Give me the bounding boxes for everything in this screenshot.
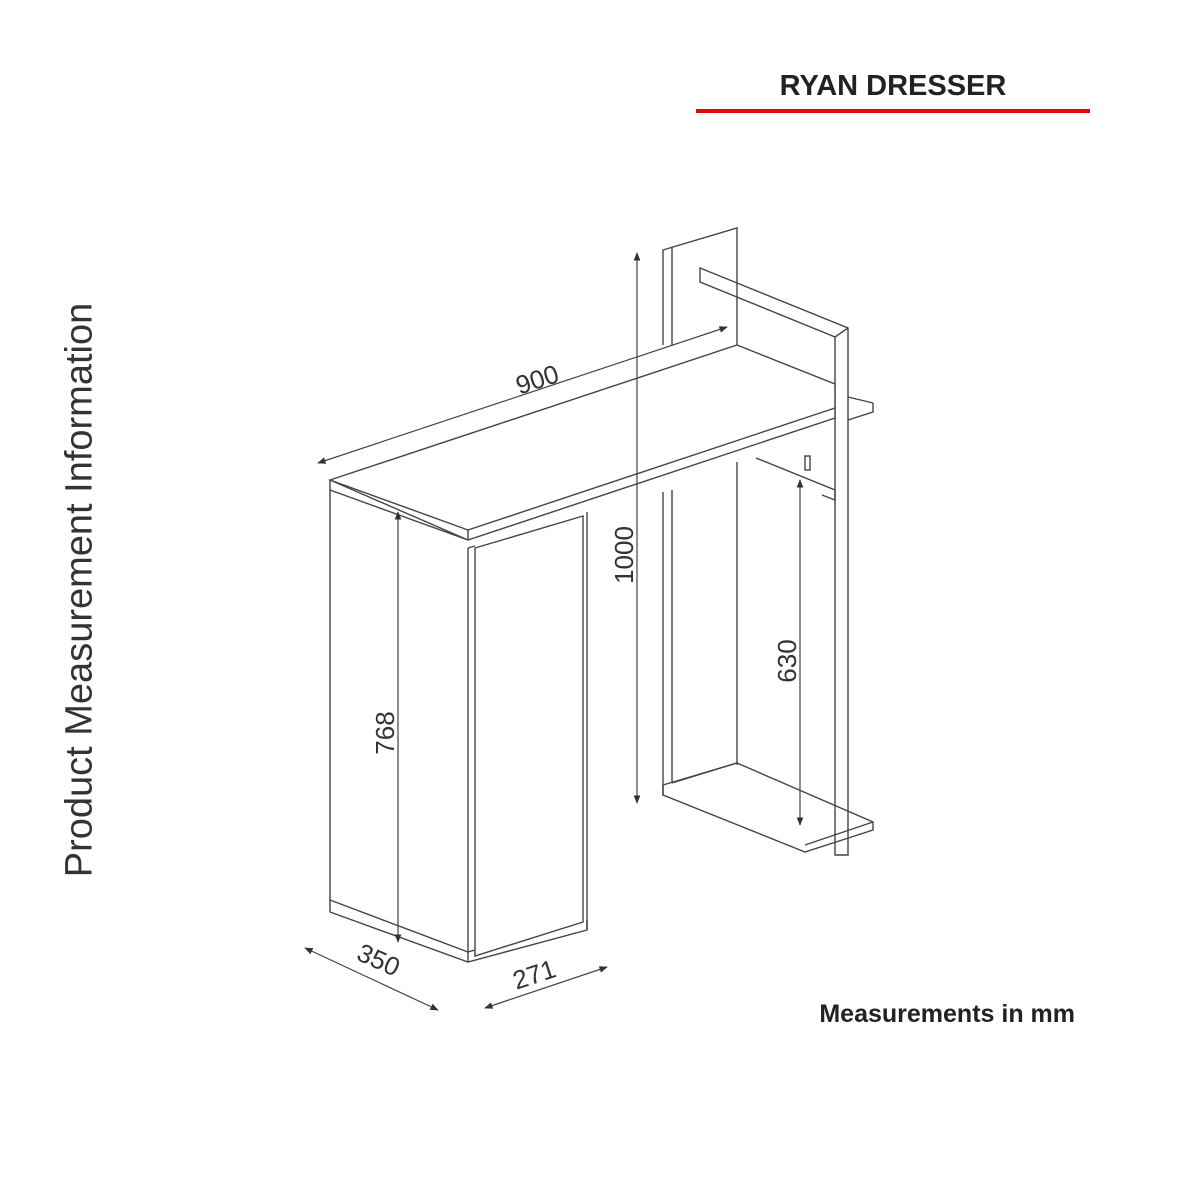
dim-height-label: 1000 — [609, 526, 639, 584]
cabinet-door — [474, 515, 584, 957]
back-panel — [662, 227, 738, 345]
dim-line-width — [317, 326, 728, 464]
units-note: Measurements in mm — [819, 1000, 1075, 1028]
furniture-outline — [328, 227, 874, 963]
dim-line-door — [484, 966, 608, 1009]
dim-cabinet-height-label: 768 — [370, 711, 400, 754]
dim-depth-label: 350 — [353, 937, 405, 982]
dim-clearance-label: 630 — [772, 639, 802, 682]
dim-door-label: 271 — [509, 953, 560, 995]
dim-line-depth — [304, 947, 439, 1011]
page-title: RYAN DRESSER — [779, 70, 1007, 102]
dim-width-label: 900 — [512, 358, 563, 400]
dimension-lines — [304, 252, 804, 1011]
title-underline — [696, 109, 1090, 113]
desk-top — [328, 344, 836, 541]
